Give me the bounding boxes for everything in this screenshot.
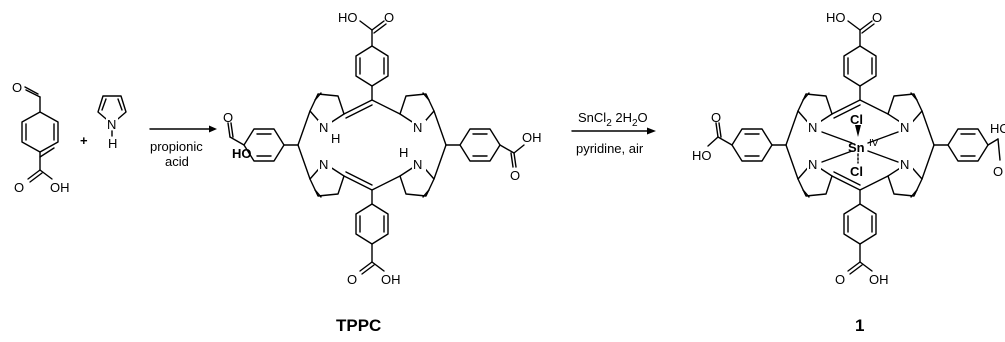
aldehyde-o: O — [12, 80, 22, 95]
tppc-bottom-oh: OH — [381, 272, 401, 287]
product-bottom-oh: OH — [869, 272, 889, 287]
product-right-oh: HO — [990, 121, 1005, 136]
product-left-ho: HO — [692, 148, 712, 163]
product-n-bl: N — [808, 157, 817, 172]
tppc-right-oh: OH — [522, 130, 542, 145]
tppc-h-1: H — [331, 131, 340, 146]
tppc-h-2: H — [399, 145, 408, 160]
product-bottom-o: O — [835, 272, 845, 287]
tppc-right-o: O — [510, 168, 520, 183]
tppc-left-o: O — [223, 110, 233, 125]
tppc-n-br: N — [413, 157, 422, 172]
tppc-n-bl: N — [319, 157, 328, 172]
arrow1-condition-line1: propionic — [150, 139, 203, 154]
product-n-br: N — [900, 157, 909, 172]
plus-sign: + — [80, 133, 88, 148]
product-label: 1 — [855, 316, 864, 335]
product-top-o: O — [872, 10, 882, 25]
pyrrole-h: H — [108, 136, 117, 151]
arrow2-reagent: SnCl2 2H2O — [578, 110, 648, 129]
arrow-2: SnCl2 2H2O pyridine, air — [571, 110, 656, 156]
tppc-molecule: N H N N H N HO O O OH — [223, 10, 542, 335]
acid-oh: OH — [50, 180, 70, 195]
product-top-ho: HO — [826, 10, 846, 25]
product-cl-bottom: Cl — [850, 164, 863, 179]
acid-o: O — [14, 180, 24, 195]
tppc-top-o: O — [384, 10, 394, 25]
tppc-bottom-o: O — [347, 272, 357, 287]
sn-porphyrin-product: N N N N Cl Sn IV Cl HO O O OH — [692, 10, 1005, 335]
product-n-tl: N — [808, 120, 817, 135]
pyrrole-reactant: N H — [97, 95, 127, 151]
product-left-o: O — [711, 110, 721, 125]
product-sn: Sn — [848, 140, 865, 155]
tppc-n-tl: N — [319, 120, 328, 135]
pyrrole-n: N — [107, 117, 116, 132]
product-cl-top: Cl — [850, 112, 863, 127]
tppc-left-ho: HO — [232, 146, 252, 161]
tppc-top-ho: HO — [338, 10, 358, 25]
tppc-n-tr: N — [413, 120, 422, 135]
arrow1-condition-line2: acid — [165, 154, 189, 169]
arrow-1: propionic acid — [149, 125, 217, 169]
product-right-o: O — [993, 164, 1003, 179]
tppc-label: TPPC — [336, 316, 381, 335]
arrow2-condition-line2: pyridine, air — [576, 141, 644, 156]
aldehyde-reactant: O O OH — [12, 80, 70, 195]
product-n-tr: N — [900, 120, 909, 135]
product-oxidation-state: IV — [869, 138, 879, 149]
